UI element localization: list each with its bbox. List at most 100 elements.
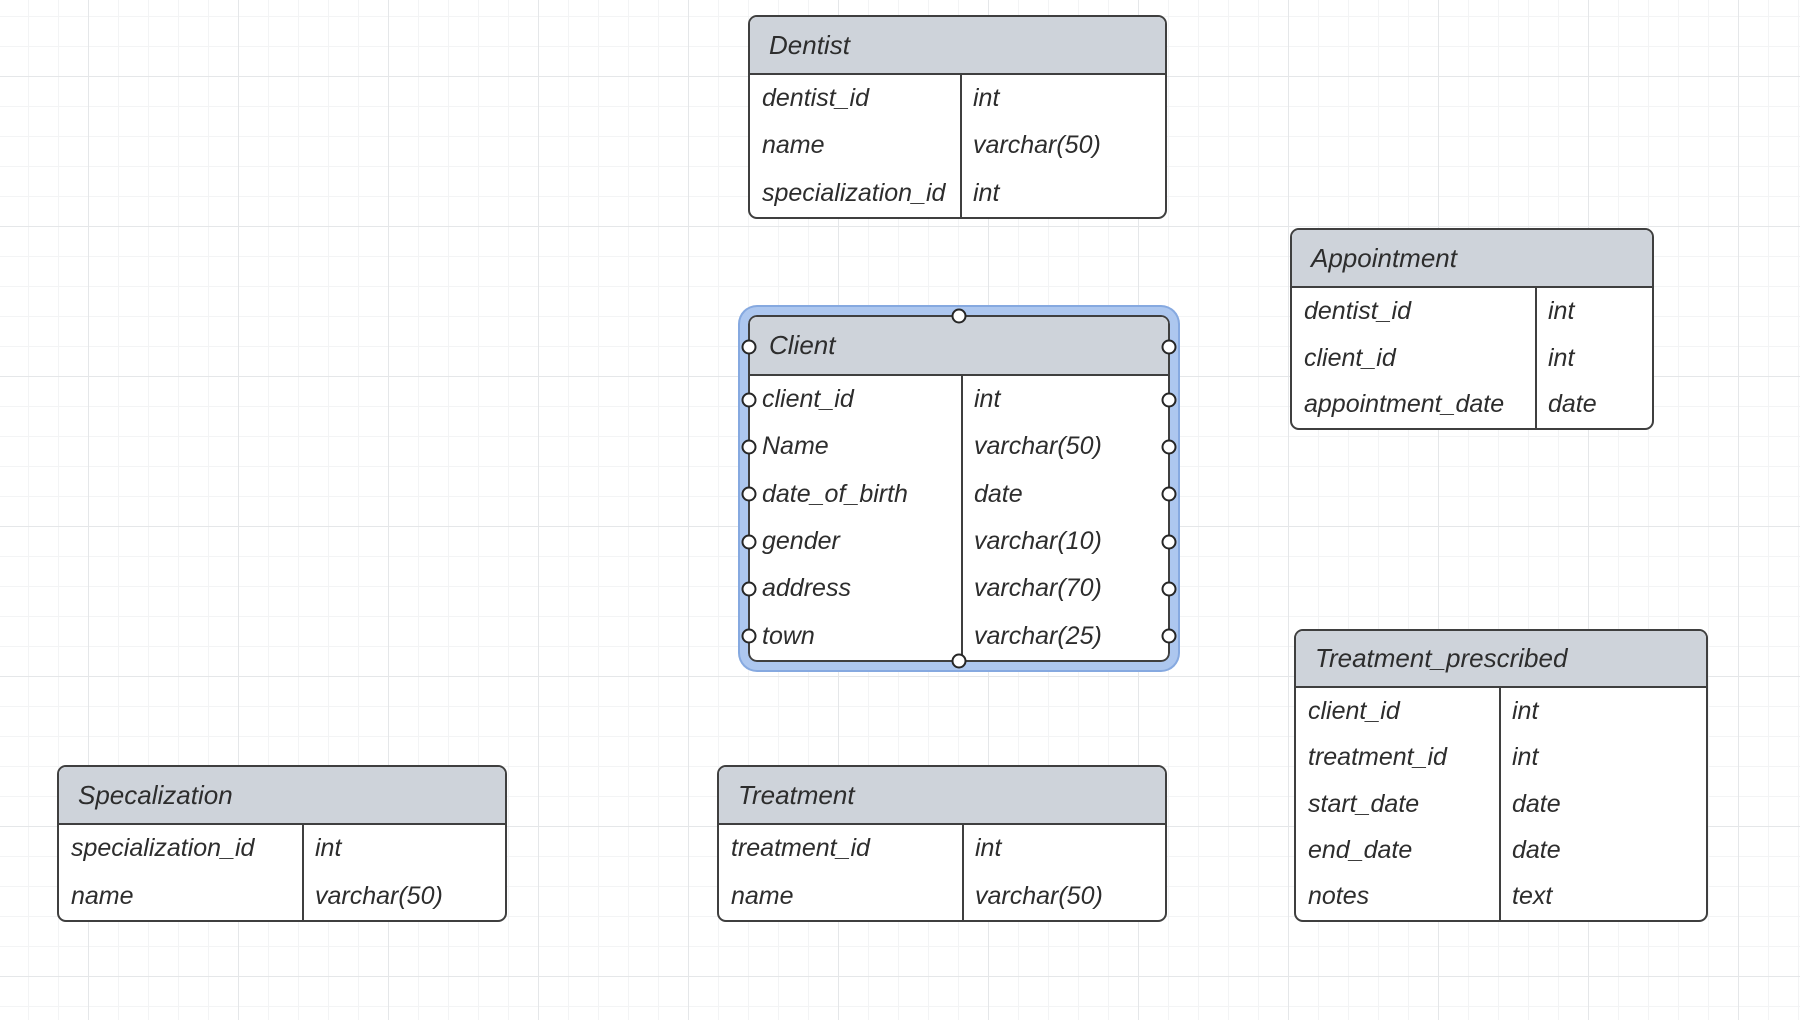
column-type: int: [302, 825, 505, 873]
column-name: gender: [762, 527, 840, 556]
column-name: start_date: [1308, 789, 1420, 818]
column-type: date: [961, 470, 1168, 518]
column-type: varchar(70): [961, 565, 1168, 613]
table-title: Client: [769, 330, 836, 360]
column-name: client_id: [762, 385, 854, 414]
column-name: date_of_birth: [762, 479, 908, 508]
table-header[interactable]: Appointment: [1292, 230, 1652, 288]
entity-table-dentist[interactable]: Dentist dentist_id int name varchar(50) …: [748, 15, 1167, 219]
table-row[interactable]: client_id int: [1292, 334, 1652, 382]
column-type: int: [1499, 688, 1706, 735]
connection-handle[interactable]: [741, 439, 757, 455]
column-name: dentist_id: [1304, 296, 1412, 325]
column-type: text: [1499, 873, 1706, 921]
column-type: int: [962, 825, 1165, 873]
table-row[interactable]: treatment_id int: [1296, 734, 1706, 781]
table-header[interactable]: Treatment: [719, 767, 1165, 825]
connection-handle[interactable]: [741, 534, 757, 550]
table-row[interactable]: end_date date: [1296, 827, 1706, 874]
column-type: date: [1499, 827, 1706, 874]
connection-handle[interactable]: [741, 392, 757, 408]
table-row[interactable]: start_date date: [1296, 780, 1706, 828]
column-name: treatment_id: [731, 834, 870, 863]
connection-handle[interactable]: [741, 628, 757, 644]
table-header[interactable]: Client: [750, 317, 1168, 376]
table-row[interactable]: client_id int: [1296, 688, 1706, 735]
table-row[interactable]: dentist_id int: [750, 75, 1165, 123]
column-name: appointment_date: [1304, 390, 1505, 419]
table-row[interactable]: appointment_date date: [1292, 381, 1652, 429]
table-row[interactable]: specialization_id int: [59, 825, 505, 873]
table-rows: treatment_id int name varchar(50): [719, 825, 1165, 920]
table-title: Dentist: [769, 29, 850, 60]
column-name: name: [731, 881, 794, 910]
entity-table-treatment[interactable]: Treatment treatment_id int name varchar(…: [717, 765, 1167, 922]
connection-handle[interactable]: [1161, 534, 1177, 550]
connection-handle[interactable]: [1161, 581, 1177, 597]
table-title: Treatment: [738, 779, 855, 810]
column-type: varchar(50): [302, 872, 505, 920]
column-type: int: [1535, 334, 1652, 382]
column-name: town: [762, 621, 815, 650]
connection-handle[interactable]: [1161, 486, 1177, 502]
table-title: Specalization: [78, 779, 233, 810]
column-name: end_date: [1308, 835, 1413, 864]
table-title: Treatment_prescribed: [1315, 643, 1568, 673]
column-type: varchar(10): [961, 517, 1168, 566]
connection-handle[interactable]: [951, 308, 967, 324]
connection-handle[interactable]: [1161, 628, 1177, 644]
table-row[interactable]: name varchar(50): [59, 872, 505, 920]
entity-table-client[interactable]: Client client_id int Name varchar(50) da…: [741, 308, 1177, 669]
table-rows: dentist_id int name varchar(50) speciali…: [750, 75, 1165, 217]
entity-table-appointment[interactable]: Appointment dentist_id int client_id int…: [1290, 228, 1654, 430]
table-row[interactable]: name varchar(50): [719, 872, 1165, 920]
column-type: varchar(50): [960, 122, 1165, 170]
column-type: varchar(25): [961, 612, 1168, 660]
table-rows: specialization_id int name varchar(50): [59, 825, 505, 920]
column-name: name: [762, 131, 825, 160]
column-type: int: [960, 75, 1165, 123]
column-type: int: [961, 376, 1168, 424]
column-type: int: [960, 169, 1165, 217]
column-name: notes: [1308, 882, 1370, 911]
table-row[interactable]: treatment_id int: [719, 825, 1165, 873]
column-type: int: [1535, 288, 1652, 335]
table-row[interactable]: town varchar(25): [750, 612, 1168, 660]
column-name: specialization_id: [762, 178, 946, 207]
connection-handle[interactable]: [741, 486, 757, 502]
table-title: Appointment: [1311, 242, 1457, 273]
table-row[interactable]: gender varchar(10): [750, 517, 1168, 566]
connection-handle[interactable]: [741, 339, 757, 354]
column-type: date: [1535, 381, 1652, 429]
table-header[interactable]: Treatment_prescribed: [1296, 631, 1706, 688]
column-name: dentist_id: [762, 84, 870, 113]
column-type: int: [1499, 734, 1706, 781]
column-name: specialization_id: [71, 834, 255, 863]
entity-table-treatment-prescribed[interactable]: Treatment_prescribed client_id int treat…: [1294, 629, 1708, 922]
table-rows: client_id int Name varchar(50) date_of_b…: [750, 376, 1168, 660]
table-rows: client_id int treatment_id int start_dat…: [1296, 688, 1706, 921]
connection-handle[interactable]: [1161, 439, 1177, 455]
column-type: varchar(50): [962, 872, 1165, 920]
table-row[interactable]: client_id int: [750, 376, 1168, 424]
table-row[interactable]: name varchar(50): [750, 122, 1165, 170]
table-row[interactable]: dentist_id int: [1292, 288, 1652, 335]
table-rows: dentist_id int client_id int appointment…: [1292, 288, 1652, 429]
column-type: date: [1499, 780, 1706, 828]
connection-handle[interactable]: [1161, 392, 1177, 408]
table-header[interactable]: Dentist: [750, 17, 1165, 75]
table-header[interactable]: Specalization: [59, 767, 505, 825]
table-row[interactable]: specialization_id int: [750, 169, 1165, 217]
connection-handle[interactable]: [951, 653, 967, 669]
column-name: client_id: [1304, 343, 1396, 372]
column-name: address: [762, 574, 851, 603]
column-name: client_id: [1308, 696, 1400, 725]
connection-handle[interactable]: [1161, 339, 1177, 354]
table-row[interactable]: date_of_birth date: [750, 470, 1168, 518]
entity-table-specalization[interactable]: Specalization specialization_id int name…: [57, 765, 507, 922]
table-row[interactable]: address varchar(70): [750, 565, 1168, 613]
connection-handle[interactable]: [741, 581, 757, 597]
table-row[interactable]: notes text: [1296, 873, 1706, 921]
table-row[interactable]: Name varchar(50): [750, 423, 1168, 471]
